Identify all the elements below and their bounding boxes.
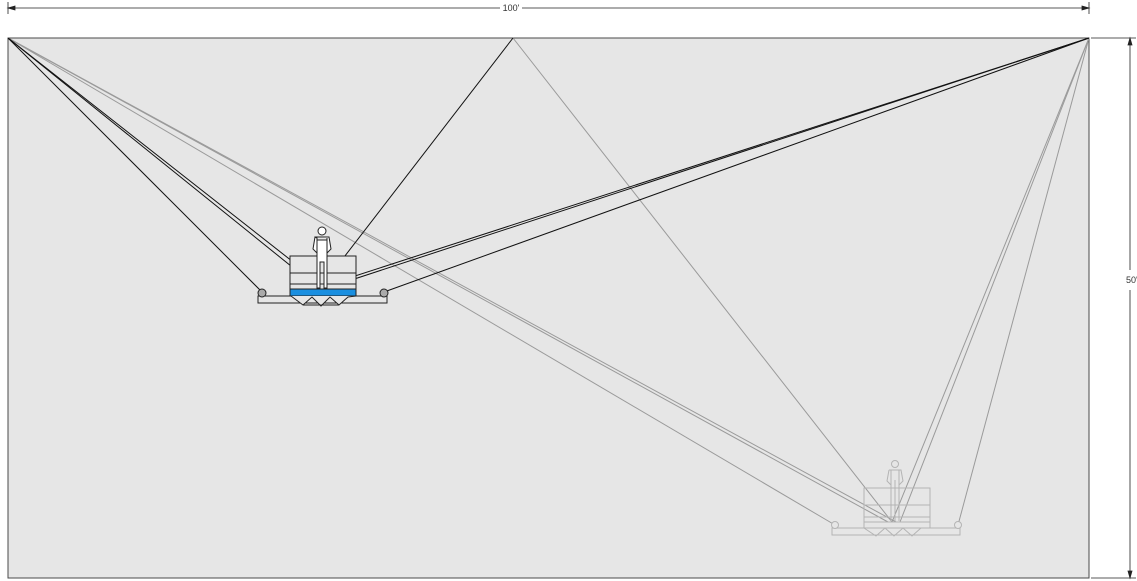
width-dimension bbox=[6, 2, 1091, 14]
active-cables bbox=[7, 37, 1090, 293]
width-label: 100' bbox=[503, 3, 520, 13]
right-pulley-icon bbox=[379, 288, 389, 298]
ghost-cables bbox=[7, 37, 1090, 526]
field-area bbox=[7, 37, 1090, 579]
ghost-right-pulley bbox=[954, 521, 962, 529]
left-pulley-icon bbox=[257, 288, 267, 298]
ghost-rig bbox=[831, 460, 962, 537]
ghost-person-icon bbox=[886, 460, 904, 521]
rig-truss bbox=[290, 295, 357, 307]
water-tank bbox=[289, 288, 357, 297]
person-icon bbox=[312, 226, 332, 289]
ghost-left-pulley bbox=[831, 521, 839, 529]
active-rig bbox=[257, 226, 389, 307]
height-label: 50' bbox=[1126, 275, 1137, 285]
height-dimension bbox=[1091, 36, 1136, 580]
